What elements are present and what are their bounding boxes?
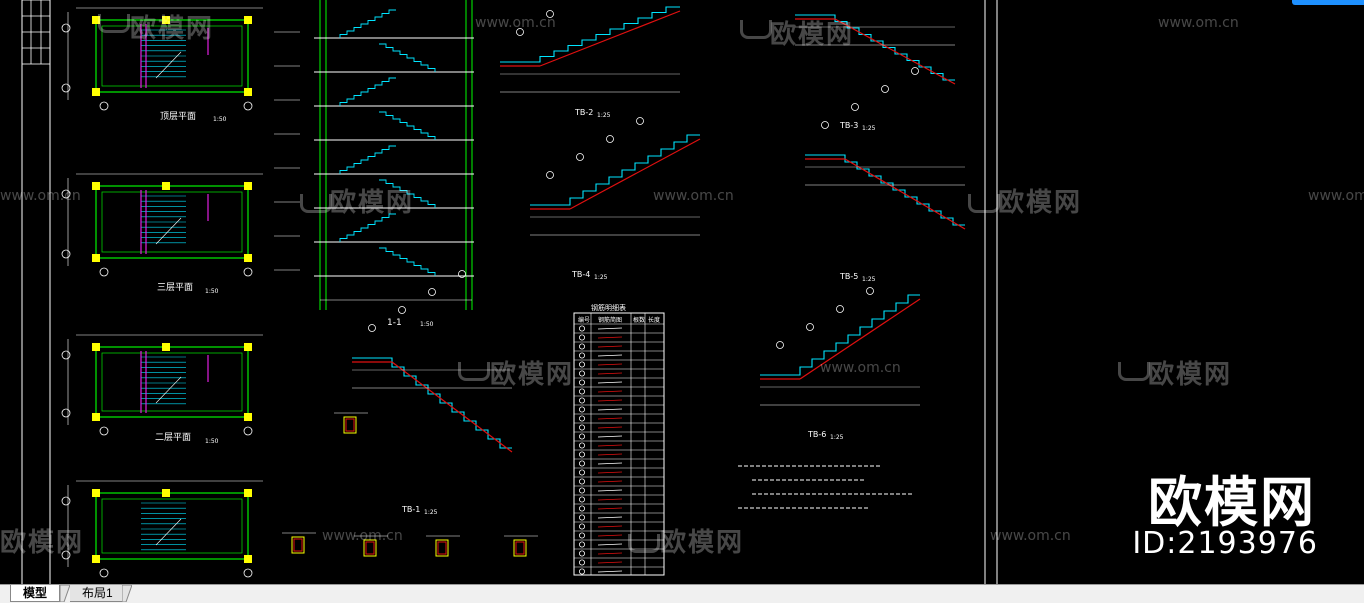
watermark-brand: 欧模网 — [0, 528, 85, 558]
label-plan-second: 二层平面 — [155, 432, 191, 443]
watermark-brand-large: 欧模网 — [1148, 471, 1316, 534]
scale-tb4: 1:25 — [594, 274, 608, 281]
cad-drawing: 顶层平面 三层平面 二层平面 1-1 TB-1 TB-2 TB-3 TB-4 T… — [21, 0, 998, 584]
watermark-url: www.om.cn — [1158, 15, 1239, 31]
label-tb5: TB-5 — [839, 272, 858, 281]
scale-plan-top: 1:50 — [213, 116, 227, 123]
static-linework — [21, 0, 998, 584]
scale-tb1: 1:25 — [424, 509, 438, 516]
stair-plans — [61, 7, 263, 578]
watermark-brand: 欧模网 — [330, 188, 415, 218]
table-header-length: 长度 — [648, 316, 660, 324]
label-section: 1-1 — [387, 318, 402, 328]
table-header-no: 编号 — [578, 316, 590, 324]
watermark-logo-icon — [968, 194, 1000, 213]
label-plan-top: 顶层平面 — [160, 111, 196, 122]
scale-tb2: 1:25 — [597, 112, 611, 119]
label-table-title: 钢筋明细表 — [591, 303, 626, 312]
layout-tab-bar: 模型 布局1 — [0, 584, 1364, 603]
stair-flight-details — [282, 6, 966, 557]
watermark-logo-icon — [300, 194, 332, 213]
watermark-logo-icon — [98, 14, 130, 33]
stair-section — [274, 0, 474, 310]
watermark-logo-icon — [740, 20, 772, 39]
watermark-brand: 欧模网 — [998, 188, 1083, 218]
watermark-logo-icon — [628, 534, 660, 553]
watermark-url: www.om.cn — [0, 188, 81, 204]
watermark-url: www.om.cn — [322, 528, 403, 544]
scale-plan-second: 1:50 — [205, 438, 219, 445]
drawing-labels: 顶层平面 三层平面 二层平面 1-1 TB-1 TB-2 TB-3 TB-4 T… — [155, 108, 876, 516]
watermark-brand: 欧模网 — [130, 14, 215, 44]
scale-section: 1:50 — [420, 321, 434, 328]
tab-separator — [122, 585, 132, 602]
scale-plan-third: 1:50 — [205, 288, 219, 295]
tab-separator — [60, 585, 70, 602]
watermark-brand: 欧模网 — [770, 20, 855, 50]
label-plan-third: 三层平面 — [157, 282, 193, 293]
tab-layout-1[interactable]: 布局1 — [70, 585, 126, 602]
watermark-id: ID:2193976 — [1132, 526, 1318, 561]
table-header-shape: 钢筋简图 — [598, 316, 622, 324]
watermark-url: www.om.cn — [1308, 188, 1364, 204]
label-tb1: TB-1 — [401, 505, 420, 514]
window-corner-accent — [1292, 0, 1364, 5]
watermark-url: www.om.cn — [990, 528, 1071, 544]
scale-tb5: 1:25 — [862, 276, 876, 283]
watermark-brand: 欧模网 — [1148, 360, 1233, 390]
label-tb2: TB-2 — [574, 108, 593, 117]
watermark-logo-icon — [458, 362, 490, 381]
label-tb6: TB-6 — [807, 430, 826, 439]
watermark-logo-icon — [1118, 362, 1150, 381]
watermark-url: www.om.cn — [820, 360, 901, 376]
table-header-count: 根数 — [633, 316, 645, 324]
watermark-url: www.om.cn — [653, 188, 734, 204]
label-tb3: TB-3 — [839, 121, 858, 130]
scale-tb3: 1:25 — [862, 125, 876, 132]
design-notes — [738, 465, 912, 509]
label-tb4: TB-4 — [571, 270, 590, 279]
rebar-schedule-table — [573, 312, 665, 576]
watermark-brand: 欧模网 — [490, 360, 575, 390]
watermark-brand: 欧模网 — [660, 528, 745, 558]
scale-tb6: 1:25 — [830, 434, 844, 441]
tab-model[interactable]: 模型 — [10, 585, 61, 602]
drawing-canvas[interactable]: 顶层平面 三层平面 二层平面 1-1 TB-1 TB-2 TB-3 TB-4 T… — [0, 0, 1364, 584]
watermark-url: www.om.cn — [475, 15, 556, 31]
